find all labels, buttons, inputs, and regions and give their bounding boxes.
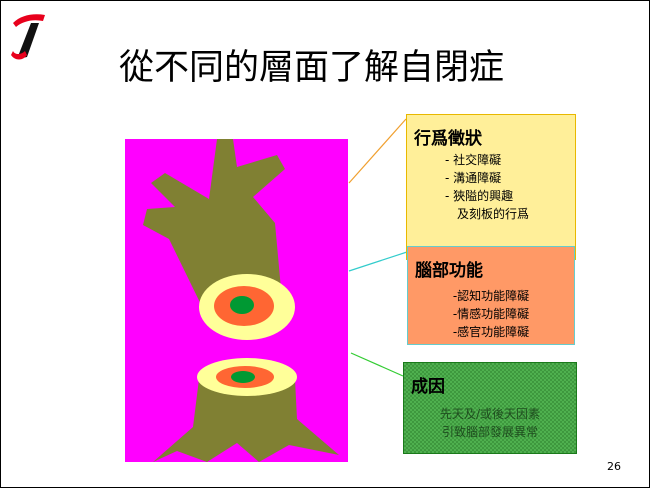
list-item: 引致腦部發展異常: [441, 425, 538, 439]
brain-function-title: 腦部功能: [415, 261, 483, 281]
lower-stump: [153, 379, 339, 462]
cause-box: 成因 先天及/或後天因素 引致腦部發展異常: [403, 362, 577, 454]
lower-ring-core: [231, 371, 255, 383]
list-item: 及刻板的行爲: [457, 207, 530, 221]
logo-icon: [11, 14, 45, 60]
slide-title: 從不同的層面了解自閉症: [119, 48, 505, 88]
list-item: -認知功能障礙: [452, 289, 530, 303]
connector-cause: [350, 352, 404, 377]
behavior-symptoms-title: 行爲徵狀: [414, 129, 482, 149]
connector-behavior: [348, 118, 407, 184]
list-item: - 社交障礙: [445, 153, 502, 167]
upper-ring-core: [230, 296, 254, 314]
connector-brain: [348, 251, 408, 272]
behavior-symptoms-box: 行爲徵狀 - 社交障礙 - 溝通障礙 - 狹隘的興趣 及刻板的行爲: [406, 114, 576, 260]
behavior-symptoms-list: - 社交障礙 - 溝通障礙 - 狹隘的興趣 及刻板的行爲: [407, 151, 575, 223]
tree-stump-illustration: [125, 139, 348, 462]
page-number: 26: [607, 460, 621, 473]
list-item: - 溝通障礙: [445, 171, 502, 185]
list-item: - 狹隘的興趣: [445, 189, 514, 203]
list-item: -感官功能障礙: [452, 325, 530, 339]
list-item: -情感功能障礙: [452, 307, 530, 321]
cause-title: 成因: [411, 377, 445, 397]
brain-function-list: -認知功能障礙 -情感功能障礙 -感官功能障礙: [408, 287, 574, 341]
cause-list: 先天及/或後天因素 引致腦部發展異常: [404, 405, 576, 441]
list-item: 先天及/或後天因素: [439, 407, 541, 421]
brain-function-box: 腦部功能 -認知功能障礙 -情感功能障礙 -感官功能障礙: [407, 246, 575, 345]
